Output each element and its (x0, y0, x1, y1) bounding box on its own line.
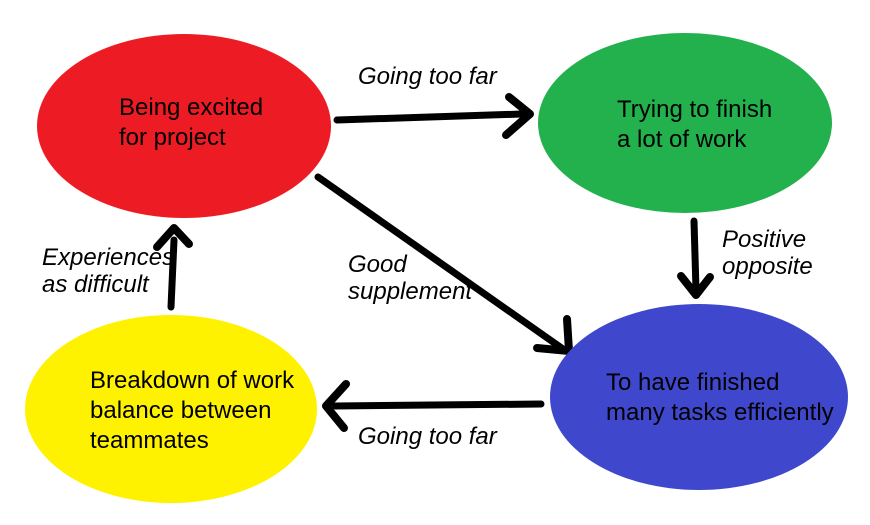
node-label-finished-tasks: To have finished many tasks efficiently (606, 369, 834, 426)
node-label-breakdown-balance: Breakdown of work balance between teamma… (90, 367, 295, 454)
arrow-head-trying-to-finished (677, 272, 714, 299)
node-ellipse-finished-tasks (550, 304, 848, 490)
arrow-head-breakdown-to-excited (153, 224, 193, 251)
arrow-shaft-breakdown-to-excited (167, 236, 178, 311)
edge-label-breakdown-to-excited: Experiences as difficult (42, 244, 175, 298)
node-label-being-excited: Being excited for project (119, 94, 264, 151)
arrow-shaft-excited-to-finished (314, 173, 567, 353)
arrow-head-excited-to-trying (502, 93, 534, 139)
edge-label-excited-to-finished: Good supplement (348, 251, 473, 305)
arrow-shaft-finished-to-breakdown (331, 400, 545, 410)
arrow-shaft-trying-to-finished (690, 217, 700, 294)
edge-label-excited-to-trying: Going too far (358, 63, 497, 90)
node-label-trying-to-finish: Trying to finish a lot of work (617, 96, 773, 153)
node-ellipse-trying-to-finish (538, 33, 832, 213)
node-ellipse-being-excited (37, 34, 331, 218)
edge-label-finished-to-breakdown: Going too far (358, 423, 497, 450)
arrow-shaft-excited-to-trying (333, 110, 526, 124)
node-ellipse-breakdown-balance (25, 315, 317, 503)
edge-label-trying-to-finished: Positive opposite (722, 226, 813, 280)
arrow-head-finished-to-breakdown (322, 380, 350, 432)
